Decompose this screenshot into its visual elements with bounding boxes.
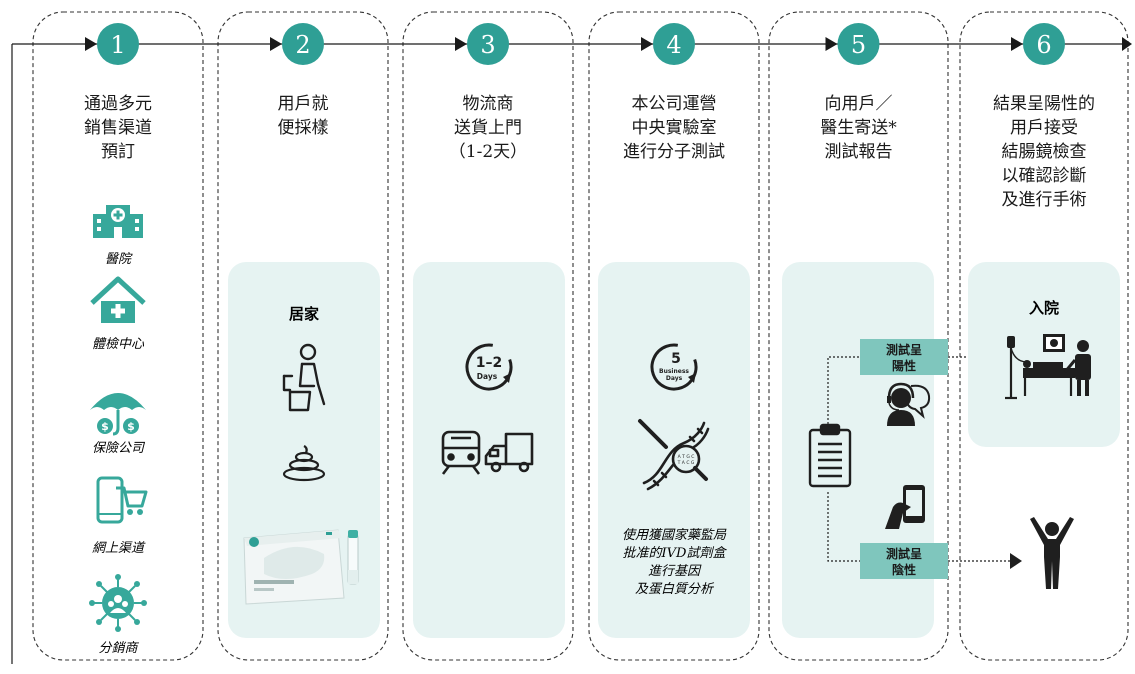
- svg-text:5: 5: [671, 351, 681, 367]
- svg-text:$: $: [127, 420, 135, 433]
- distributor-network-icon: [89, 574, 147, 632]
- step-number-6: 6: [1036, 31, 1051, 59]
- step-number-5: 5: [851, 31, 866, 59]
- svg-text:測試呈: 測試呈: [886, 342, 922, 357]
- step-title-5-line-3: 測試報告: [825, 142, 893, 162]
- step-number-4: 4: [666, 31, 681, 59]
- svg-text:$: $: [101, 420, 109, 433]
- svg-text:Business: Business: [659, 368, 689, 375]
- step-title-6-line-2: 用戶接受: [1010, 118, 1078, 138]
- flow-line: [11, 43, 1130, 664]
- step-badges: 1 2 3 4 5 6: [97, 23, 1065, 65]
- step-title-3-line-2: 送貨上門: [454, 118, 522, 138]
- admission-panel: [968, 262, 1120, 447]
- step-title-1-line-3: 預訂: [101, 142, 135, 162]
- truck-icon: [484, 432, 534, 473]
- insurance-umbrella-icon: $ $: [90, 393, 146, 436]
- step-badge-4: [653, 23, 695, 65]
- channel-list: 醫院 體檢中心 $ $ 保險公司 網上渠道: [89, 205, 148, 656]
- flow-arrow-1: [85, 37, 97, 51]
- step-column-1: [32, 11, 204, 661]
- channel-label-hospital: 醫院: [105, 251, 133, 267]
- channel-label-online: 網上渠道: [92, 541, 146, 556]
- step-badge-2: [282, 23, 324, 65]
- step-number-2: 2: [295, 31, 310, 59]
- lab-note: 使用獲國家藥監局 批准的IVD試劑盒 進行基因 及蛋白質分析: [622, 527, 727, 597]
- toilet-person-icon: [282, 343, 326, 412]
- step-number-1: 1: [110, 31, 125, 59]
- online-shop-icon: [96, 476, 148, 524]
- flow-arrow-6: [1011, 37, 1023, 51]
- step-title-3-line-1: 物流商: [463, 94, 514, 114]
- svg-text:批准的IVD試劑盒: 批准的IVD試劑盒: [623, 546, 728, 561]
- clipboard-report-icon: [808, 423, 852, 488]
- report-panel: [782, 262, 934, 638]
- step-title-3-line-3: （1-2天）: [449, 142, 527, 162]
- step-title-6-line-3: 結腸鏡檢查: [1002, 142, 1087, 162]
- step-columns: [32, 11, 1129, 661]
- step-title-5-line-1: 向用戶／: [825, 94, 893, 114]
- positive-tag: 測試呈 陽性: [860, 339, 948, 375]
- step-title-2-line-2: 便採樣: [278, 118, 329, 138]
- step-column-3: [402, 11, 574, 661]
- smartphone-icon: [885, 485, 925, 529]
- channel-label-insurance: 保險公司: [92, 440, 146, 456]
- channel-label-health-center: 體檢中心: [92, 336, 145, 352]
- step-badge-6: [1023, 23, 1065, 65]
- step-title-2-line-1: 用戶就: [278, 94, 329, 114]
- svg-text:Days: Days: [666, 375, 683, 382]
- flow-arrow-4: [641, 37, 653, 51]
- svg-text:及蛋白質分析: 及蛋白質分析: [635, 582, 715, 597]
- svg-text:陰性: 陰性: [892, 562, 916, 577]
- train-icon: [441, 430, 481, 475]
- days-1-2-icon: 1–2 Days: [465, 343, 513, 391]
- dna-analysis-icon: A T G C T A C G: [638, 419, 710, 491]
- step-title-4-line-3: 進行分子測試: [623, 142, 725, 162]
- home-label: 居家: [289, 305, 319, 323]
- step-column-4: [588, 11, 760, 661]
- svg-text:測試呈: 測試呈: [886, 546, 922, 561]
- svg-text:Days: Days: [477, 372, 498, 381]
- step-title-1-line-2: 銷售渠道: [84, 118, 152, 138]
- step-badge-1: [97, 23, 139, 65]
- svg-text:1–2: 1–2: [476, 355, 502, 371]
- step-title-6-line-4: 以確認診斷: [1002, 166, 1087, 186]
- healthy-person-icon: [1030, 517, 1074, 589]
- flow-arrows: [85, 37, 1132, 51]
- hospital-bed-icon: [1005, 334, 1091, 400]
- step-title-4-line-1: 本公司運營: [632, 94, 717, 114]
- step-title-5-line-2: 醫生寄送*: [820, 118, 897, 138]
- step-badge-5: [837, 23, 880, 65]
- flow-arrow-3: [455, 37, 467, 51]
- call-center-icon: [887, 382, 931, 426]
- admission-label: 入院: [1029, 299, 1059, 317]
- svg-text:進行基因: 進行基因: [648, 564, 702, 579]
- svg-text:T A C G: T A C G: [677, 460, 695, 466]
- flow-arrow-2: [270, 37, 282, 51]
- step-title-4-line-2: 中央實驗室: [632, 118, 717, 138]
- channel-label-distributor: 分銷商: [98, 641, 139, 656]
- step-title-6-line-1: 結果呈陽性的: [993, 94, 1095, 114]
- step-column-5: [768, 11, 949, 661]
- flow-arrow-end: [1122, 37, 1132, 51]
- step-column-6: [959, 11, 1129, 661]
- step-title-6-line-5: 及進行手術: [1002, 190, 1087, 210]
- negative-tag: 測試呈 陰性: [860, 543, 948, 579]
- step-column-2: [217, 11, 389, 661]
- flow-arrow-5: [825, 37, 838, 51]
- step-title-1-line-1: 通過多元: [84, 94, 152, 114]
- svg-text:A T G C: A T G C: [678, 454, 695, 460]
- stool-icon: [282, 445, 326, 482]
- test-kit-box-image: [243, 529, 359, 605]
- hospital-icon: [93, 205, 143, 238]
- step-badge-3: [467, 23, 509, 65]
- step-number-3: 3: [480, 31, 495, 59]
- health-center-icon: [90, 276, 146, 323]
- svg-text:陽性: 陽性: [892, 358, 916, 373]
- negative-arrow-head: [1010, 553, 1022, 569]
- svg-text:使用獲國家藥監局: 使用獲國家藥監局: [622, 527, 727, 543]
